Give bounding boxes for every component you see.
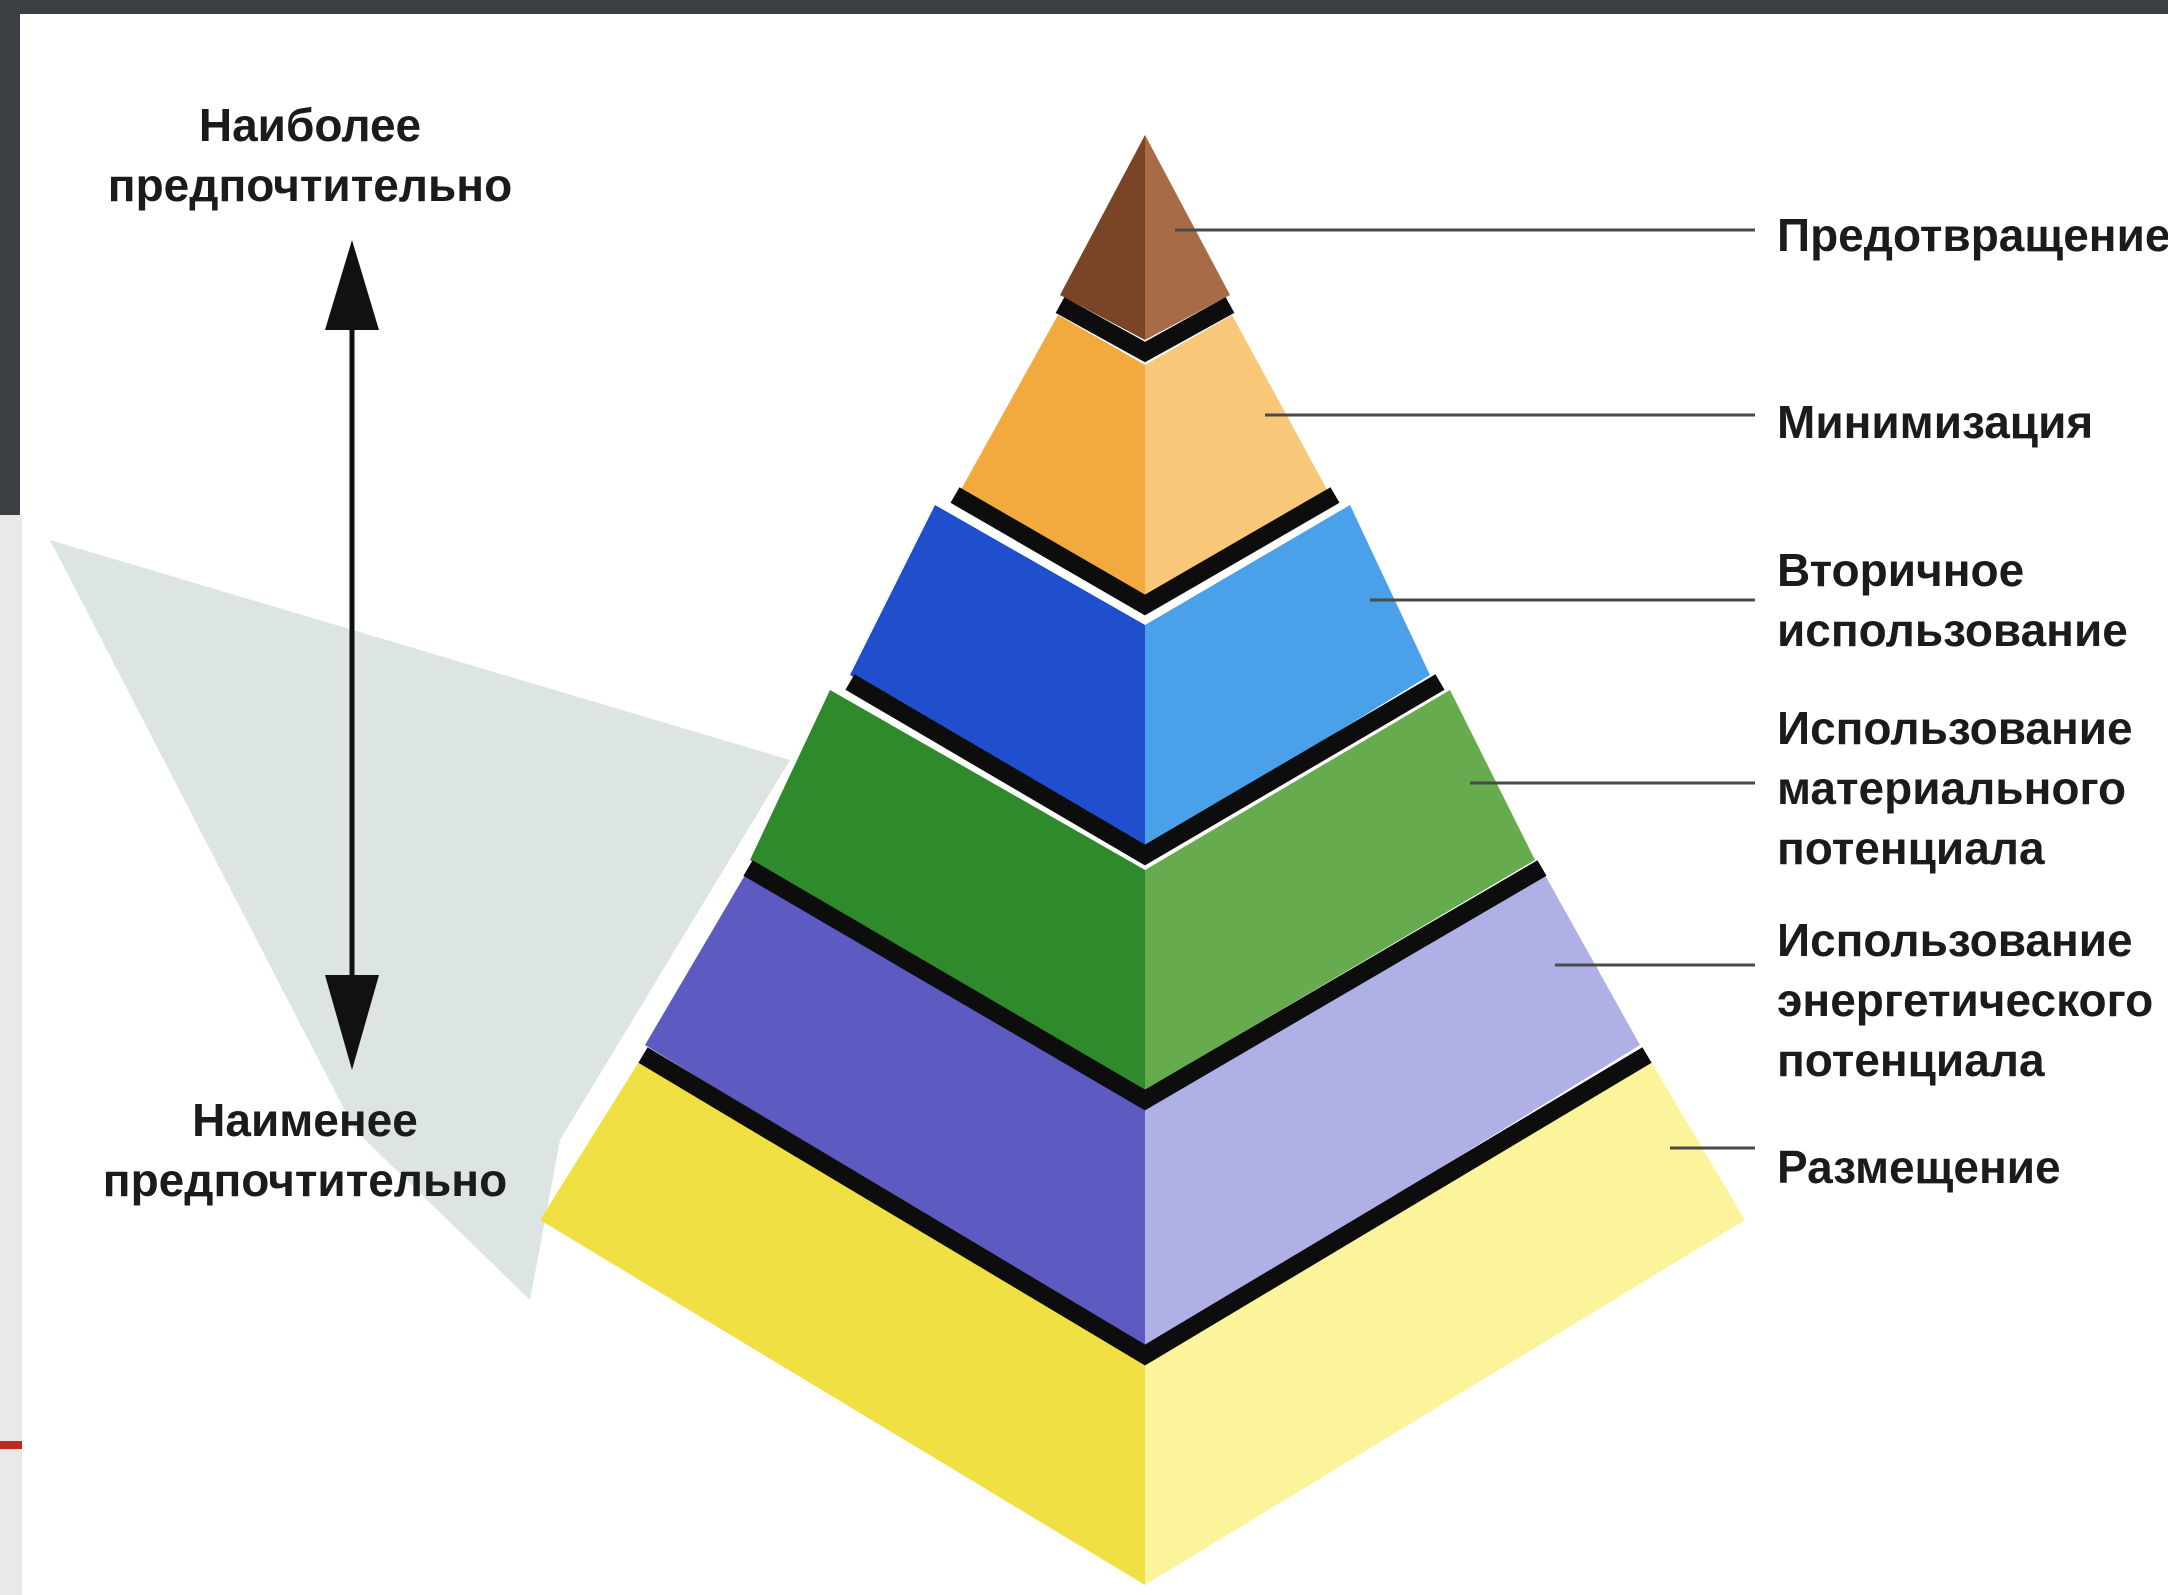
least-preferred-label: Наименее предпочтительно: [85, 1090, 525, 1210]
arrow-head-up: [325, 240, 379, 330]
tier-label-minimization: Минимизация: [1777, 392, 2093, 452]
tier-label-disposal: Размещение: [1777, 1137, 2061, 1197]
tier-label-reuse: Вторичное использование: [1777, 540, 2128, 660]
tier-label-prevention: Предотвращение: [1777, 205, 2168, 265]
tier-label-material-recovery: Использование материального потенциала: [1777, 698, 2133, 878]
tier-label-energy-recovery: Использование энергетического потенциала: [1777, 910, 2153, 1090]
most-preferred-label: Наиболее предпочтительно: [90, 95, 530, 215]
